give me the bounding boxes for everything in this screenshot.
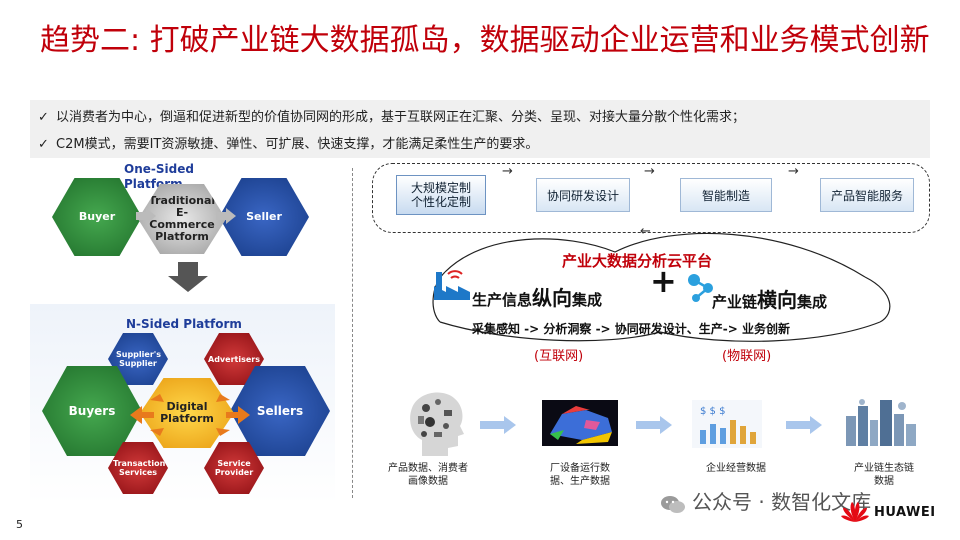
svg-text:$ $ $: $ $ $ [700,406,725,417]
smart-manufacturing-label: 智能制造 [701,188,750,203]
smart-manufacturing-box: 智能制造 [680,178,772,212]
iot-label: (物联网) [722,349,772,364]
page-number: 5 [16,518,23,531]
bullet-text: C2M模式，需要IT资源敏捷、弹性、可扩展、快速支撑，才能满足柔性生产的要求。 [56,137,539,152]
advertisers-label: Advertisers [208,354,260,364]
arrow-right-icon: → [788,164,799,179]
network-icon [688,274,713,302]
page-title: 趋势二: 打破产业链大数据孤岛，数据驱动企业运营和业务模式创新 [40,23,930,58]
traditional-platform-label: Traditional E-Commerce Platform [148,194,216,243]
service-provider-label: Service Provider [214,459,254,477]
huawei-logo: HUAWEI [840,500,936,524]
sellers-label: Sellers [256,404,304,418]
cloud-platform-title: 产业大数据分析云平台 [562,252,713,270]
mass-customization-box: 大规模定制 个性化定制 [396,175,486,215]
vertical-integration-label: 生产信息纵向集成 [472,286,603,310]
arrow-right-icon: → [502,164,513,179]
collab-rd-label: 协同研发设计 [546,188,619,203]
vertical-divider [352,168,353,498]
cloud-arc-lines [432,232,891,342]
ecosystem-city-icon [846,399,916,446]
mass-customization-label: 大规模定制 [410,181,471,195]
arrow-left-icon: ← [640,224,651,239]
traditional-platform-hex: Traditional E-Commerce Platform [138,184,226,254]
check-icon: ✓ [38,110,49,125]
arrow-right-icon [136,208,156,224]
personalized-customization-label: 个性化定制 [410,195,471,209]
buyer-label: Buyer [78,210,116,223]
buyer-hex: Buyer [52,178,142,256]
arrow-down-icon [168,262,208,292]
process-loop [372,163,930,233]
equipment-render-icon [542,400,618,446]
smart-service-box: 产品智能服务 [820,178,914,212]
arrow-right-icon [480,416,516,434]
buyers-label: Buyers [68,404,116,418]
digital-platform-label: Digital Platform [160,400,214,425]
huawei-brand-text: HUAWEI [874,504,936,520]
arrow-right-icon: → [644,164,655,179]
bullet-text: 以消费者为中心，倒逼和促进新型的价值协同网的形成，基于互联网正在汇聚、分类、呈现… [56,110,746,125]
suppliers-supplier-label: Supplier's Supplier [116,350,161,368]
bullet-item: ✓ C2M模式，需要IT资源敏捷、弹性、可扩展、快速支撑，才能满足柔性生产的要求。 [38,133,538,152]
business-operations-icon: $ $ $ [692,400,762,448]
transaction-services-label: Transaction Services [113,459,166,477]
arrow-right-icon [636,416,672,434]
bullet-item: ✓ 以消费者为中心，倒逼和促进新型的价值协同网的形成，基于互联网正在汇聚、分类、呈… [38,106,745,125]
consumer-head-icon [410,392,464,456]
smart-service-label: 产品智能服务 [830,188,903,203]
n-sided-label: N-Sided Platform [126,317,242,331]
arrow-right-icon [216,208,236,224]
watermark-text: 公众号 · 数智化文库 [692,490,872,514]
horizontal-integration-label: 产业链横向集成 [712,288,828,312]
source-caption: 产业链生态链数据 [854,463,914,487]
source-caption: 企业经营数据 [706,463,766,474]
seller-label: Seller [246,210,282,223]
wechat-icon [661,495,685,513]
huawei-flower-icon [841,502,869,522]
bullet-box: ✓ 以消费者为中心，倒逼和促进新型的价值协同网的形成，基于互联网正在汇聚、分类、呈… [30,100,930,158]
source-caption: 产品数据、消费者画像数据 [388,463,468,487]
arrow-right-icon [786,416,822,434]
factory-icon [434,270,470,300]
plus-symbol: + [650,262,677,300]
platform-arrows-icon [130,394,250,436]
data-flow-text: 采集感知 -> 分析洞察 -> 协同研发设计、生产-> 业务创新 [472,322,790,336]
check-icon: ✓ [38,137,49,152]
watermark: 公众号 · 数智化文库 [660,486,871,515]
source-caption: 厂设备运行数据、生产数据 [550,463,610,487]
internet-label: (互联网) [534,349,584,364]
collab-rd-box: 协同研发设计 [536,178,630,212]
